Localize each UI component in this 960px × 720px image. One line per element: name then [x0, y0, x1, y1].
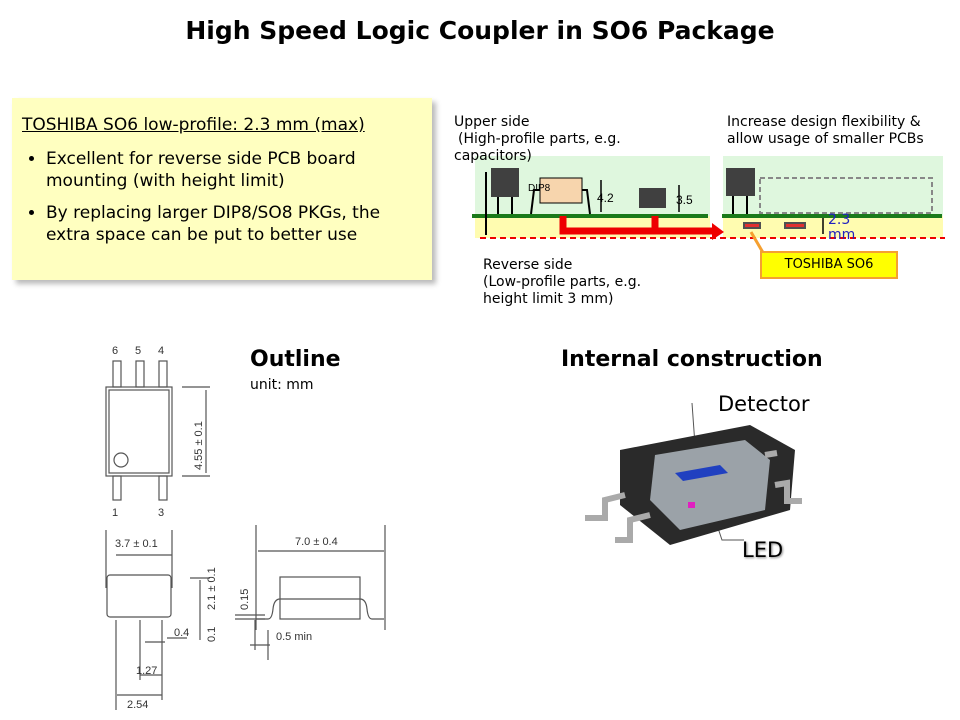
move-arrow: [559, 216, 718, 235]
dim-height: 2.1 ± 0.1: [206, 567, 218, 610]
reverse-zone-right: [723, 216, 943, 238]
flexibility-label: Increase design flexibility & allow usag…: [727, 114, 924, 147]
dip8-label: DIP8: [528, 183, 551, 194]
upper-zone-right: [723, 156, 943, 216]
led-label: LED: [742, 538, 784, 562]
dim-standoff: 0.1: [206, 627, 218, 642]
upper-side-label: Upper side (High-profile parts, e.g. cap…: [454, 114, 664, 165]
dip8-height: 4.2: [597, 191, 614, 205]
pin-label: 1: [112, 507, 118, 519]
reverse-zone: [475, 216, 710, 238]
capacitor-right: [726, 168, 755, 196]
so8-package: [639, 188, 666, 208]
dim-foot: 0.5 min: [276, 631, 312, 643]
so8-height: 3.5: [676, 193, 693, 207]
outline-drawing: 6 5 4 1 3 4.55 ± 0.1 3.7 ± 0.1 2.1 ± 0.1…: [105, 345, 386, 711]
outline-unit: unit: mm: [250, 377, 314, 393]
dim-lead-thickness: 0.15: [239, 589, 251, 610]
pin-label: 3: [158, 507, 164, 519]
so6-callout: TOSHIBA SO6: [760, 251, 898, 279]
pin-label: 5: [135, 345, 141, 357]
note-bullet: Excellent for reverse side PCB board mou…: [46, 148, 422, 192]
upper-side-text: Upper side: [454, 114, 530, 130]
note-heading: TOSHIBA SO6 low-profile: 2.3 mm (max): [22, 115, 365, 135]
pin-label: 4: [158, 345, 164, 357]
dim-pitch: 1.27: [136, 665, 157, 677]
so6-height: 2.3 mm: [828, 212, 856, 243]
package-3d-image: [585, 402, 802, 545]
dim-total: 7.0 ± 0.4: [295, 536, 338, 548]
capacitor: [491, 168, 519, 197]
pin-label: 6: [112, 345, 118, 357]
reverse-side-detail: (Low-profile parts, e.g. height limit 3 …: [483, 274, 642, 307]
pcb-board: [472, 214, 708, 218]
upper-side-detail: (High-profile parts, e.g. capacitors): [454, 131, 621, 164]
internal-title: Internal construction: [561, 347, 823, 372]
note-bullet: By replacing larger DIP8/SO8 PKGs, the e…: [46, 202, 422, 246]
dim-lead: 0.4: [174, 627, 189, 639]
dim-length: 4.55 ± 0.1: [193, 421, 205, 470]
dim-width: 3.7 ± 0.1: [115, 538, 158, 550]
reverse-side-text: Reverse side: [483, 257, 573, 273]
reverse-side-label: Reverse side (Low-profile parts, e.g. he…: [483, 257, 683, 308]
slide-title: High Speed Logic Coupler in SO6 Package: [185, 16, 775, 45]
pcb-board-right: [722, 214, 942, 218]
freed-space: [759, 177, 933, 214]
outline-title: Outline: [250, 347, 341, 372]
feature-note: TOSHIBA SO6 low-profile: 2.3 mm (max) Ex…: [12, 98, 432, 280]
dim-span: 2.54: [127, 699, 148, 711]
pcb-diagram: DIP8 4.2 3.5: [472, 156, 945, 240]
detector-label: Detector: [718, 392, 810, 416]
